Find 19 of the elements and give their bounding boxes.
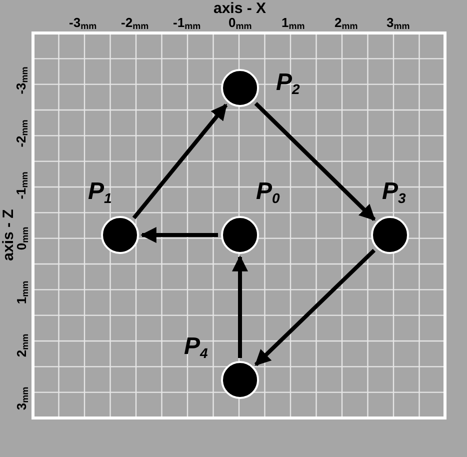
tick-label: 3$_{mm}$: [386, 16, 410, 32]
point-label: P$_{3}$: [382, 179, 406, 208]
tick-label: 2$_{mm}$: [334, 16, 358, 32]
tick-label: -3$_{mm}$: [69, 16, 97, 32]
point-label: P$_{1}$: [88, 179, 112, 208]
point-label: P$_{0}$: [256, 179, 280, 208]
point-label: P$_{2}$: [276, 70, 300, 99]
tick-label: 0$_{mm}$: [228, 16, 252, 32]
tick-label: 1$_{mm}$: [282, 16, 305, 32]
axis-title: axis - Z: [2, 209, 16, 261]
arrow: [140, 227, 218, 243]
arrow: [254, 102, 376, 222]
arrow: [132, 104, 228, 220]
tick-label: -2$_{mm}$: [121, 16, 149, 32]
arrow: [232, 255, 248, 358]
arrow: [254, 248, 376, 366]
tick-label: -1$_{mm}$: [173, 16, 201, 32]
point-label: P$_{4}$: [184, 334, 208, 363]
axis-title: axis - X: [214, 2, 266, 16]
